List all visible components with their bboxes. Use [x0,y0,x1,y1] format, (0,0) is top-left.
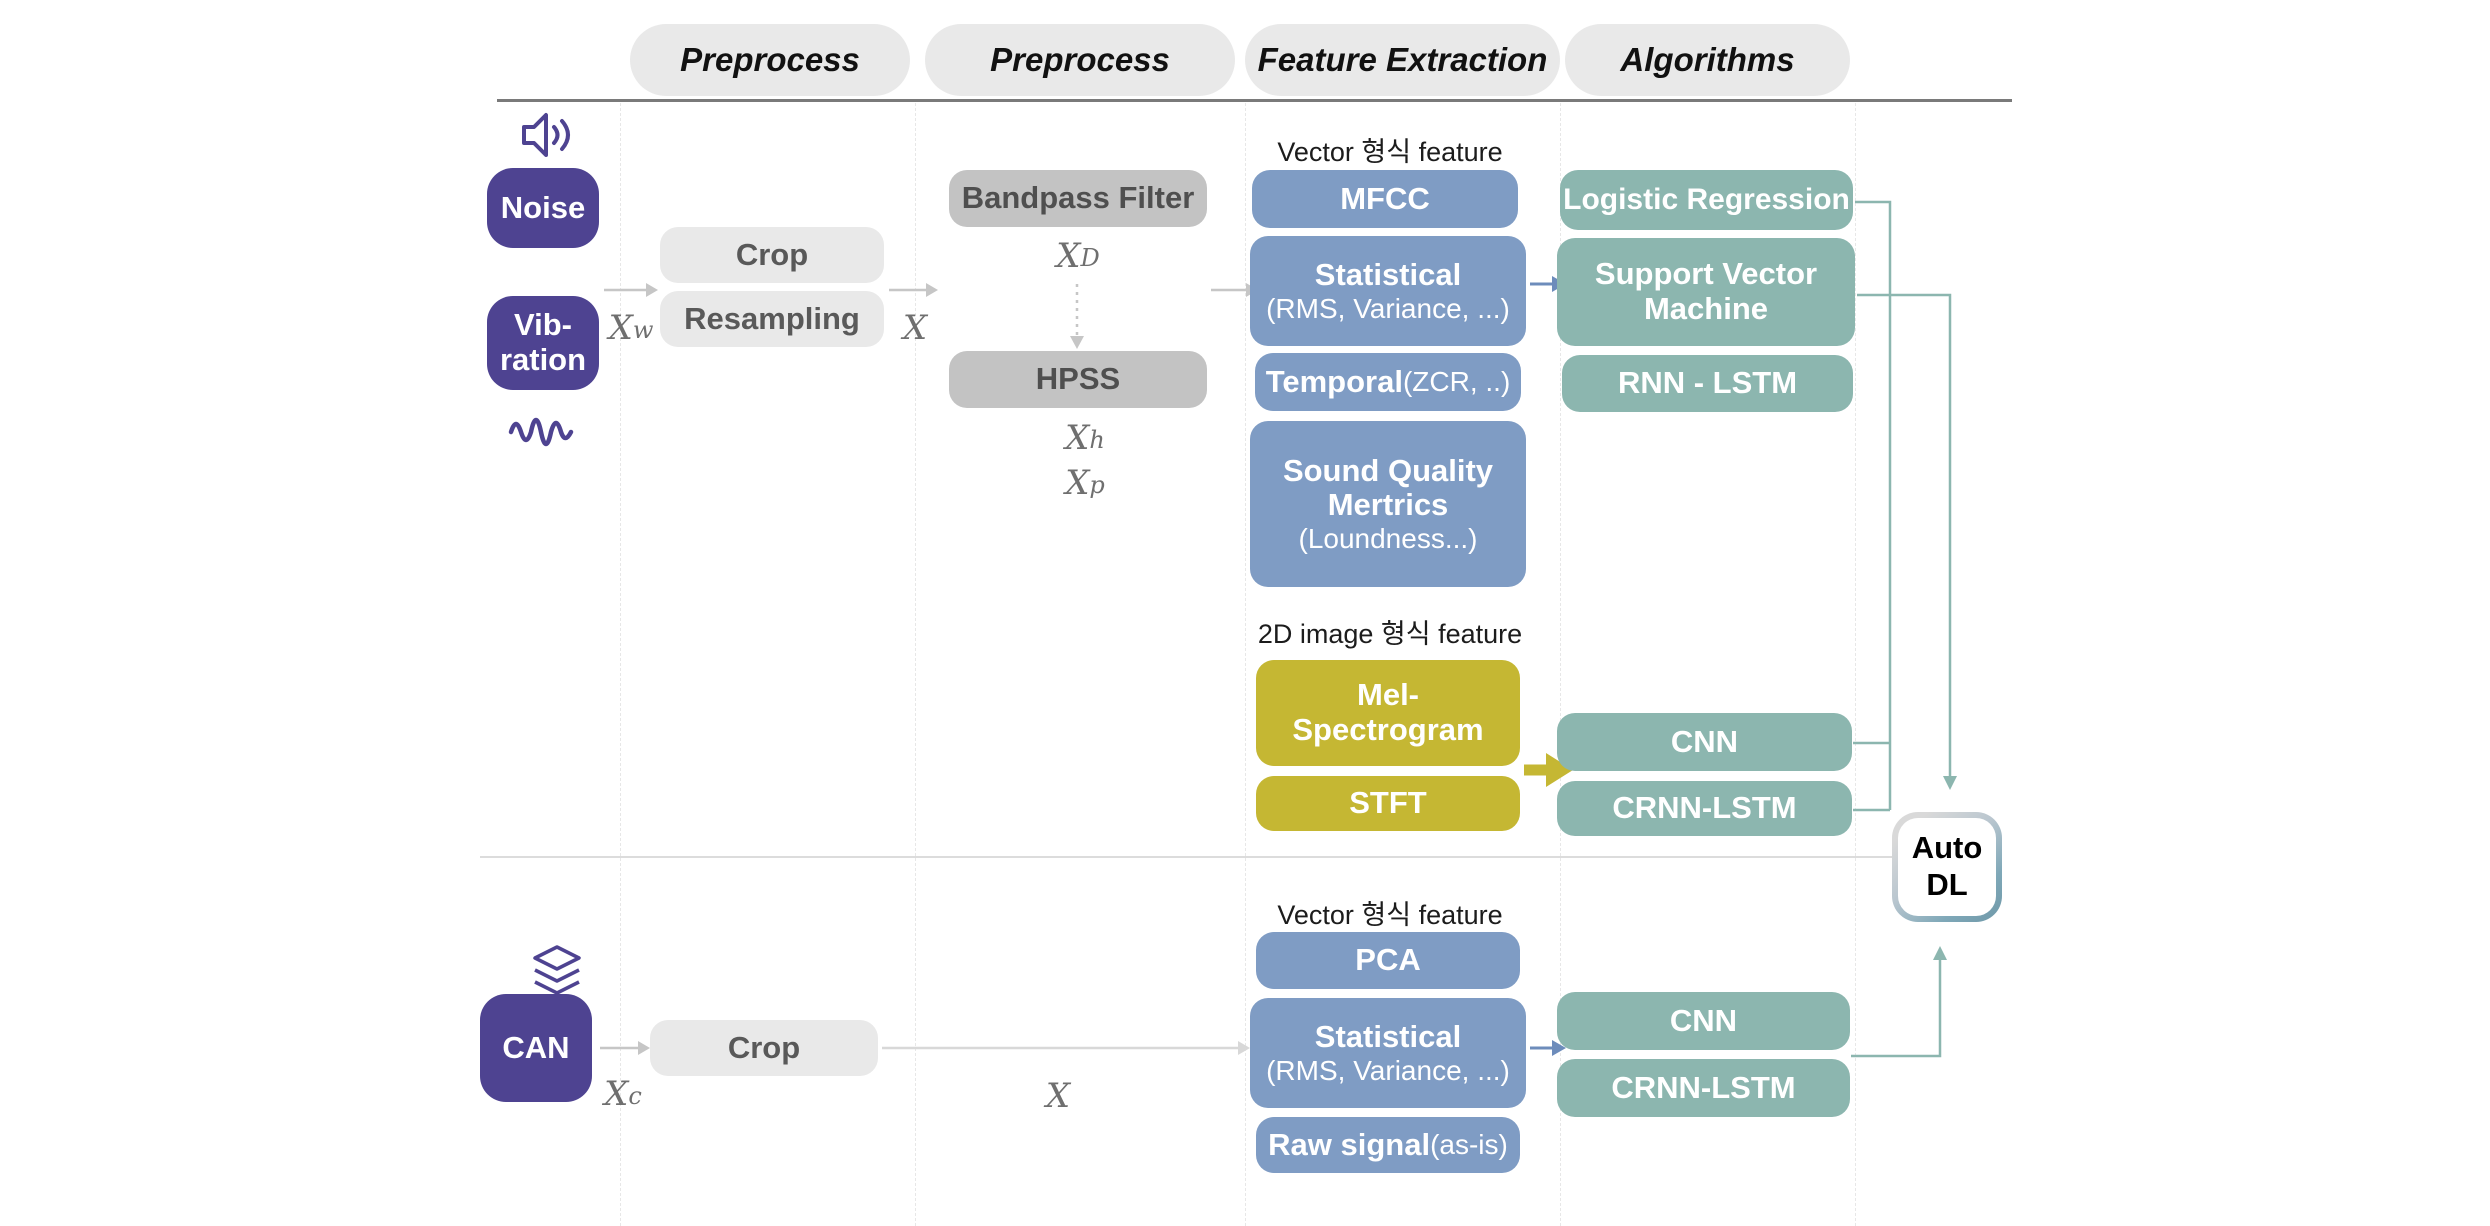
image-feature-header: 2D image 형식 feature [1257,619,1523,649]
sqm-subtitle: (Loundness...) [1298,523,1478,555]
hpss-block: HPSS [949,351,1207,408]
auto-dl-line2: DL [1926,867,1968,902]
teal-connectors [1851,200,1952,1058]
statistical-subtitle: (RMS, Variance, ...) [1266,292,1510,324]
sqm-title: Sound Quality Mertrics [1282,452,1494,523]
crop-block-bottom: Crop [650,1020,878,1076]
mel-spectrogram-block: Mel-Spectrogram [1256,660,1520,766]
rnn-lstm-block: RNN - LSTM [1562,355,1853,412]
auto-dl-line1: Auto [1911,830,1983,866]
pca-block: PCA [1256,932,1520,989]
stft-block: STFT [1256,776,1520,831]
speaker-icon [522,113,570,157]
vector-feature-header-bottom: Vector 형식 feature [1277,900,1503,930]
can-long-arrow [882,1041,1250,1055]
statistical-title: Statistical [1314,256,1462,292]
cnn-block-top: CNN [1557,713,1852,771]
vector-feature-header-top: Vector 형식 feature [1277,137,1503,167]
temporal-block: Temporal (ZCR, ..) [1255,353,1521,411]
column-guide [620,103,621,1226]
column-guide [1855,103,1856,1226]
mfcc-block: MFCC [1252,170,1518,228]
statistical-block-bottom: Statistical (RMS, Variance, ...) [1250,998,1526,1108]
column-guide [1245,103,1246,1226]
header-preprocess-1: Preprocess [630,24,910,96]
svm-block: Support Vector Machine [1557,238,1855,346]
input-vibration: Vib-ration [487,296,599,390]
header-preprocess-2: Preprocess [925,24,1235,96]
logistic-regression-block: Logistic Regression [1560,170,1853,230]
section-divider [480,856,1900,858]
input-can: CAN [480,994,592,1102]
statistical-block-top: Statistical (RMS, Variance, ...) [1250,236,1526,346]
statistical-subtitle-bottom: (RMS, Variance, ...) [1266,1054,1510,1086]
resampling-block: Resampling [660,291,884,347]
column-guide [1560,103,1561,1226]
layers-icon [533,945,581,995]
auto-dl-block: Auto DL [1892,812,2002,922]
signal-label-x-top: X [902,308,928,348]
crop-block-top: Crop [660,227,884,283]
header-underline [497,99,2012,102]
statistical-title-bottom: Statistical [1314,1018,1462,1054]
bandpass-filter-block: Bandpass Filter [949,170,1207,227]
raw-signal-block: Raw signal (as-is) [1256,1117,1520,1173]
signal-label-x-bottom: X [1045,1076,1071,1116]
waveform-icon [508,417,574,447]
header-feature-extraction: Feature Extraction [1245,24,1560,96]
sound-quality-metrics-block: Sound Quality Mertrics (Loundness...) [1250,421,1526,587]
column-guide [915,103,916,1226]
crnn-lstm-block-top: CRNN-LSTM [1557,781,1852,836]
cnn-block-bottom: CNN [1557,992,1850,1050]
crnn-lstm-block-bottom: CRNN-LSTM [1557,1059,1850,1117]
header-algorithms: Algorithms [1565,24,1850,96]
input-noise: Noise [487,168,599,248]
